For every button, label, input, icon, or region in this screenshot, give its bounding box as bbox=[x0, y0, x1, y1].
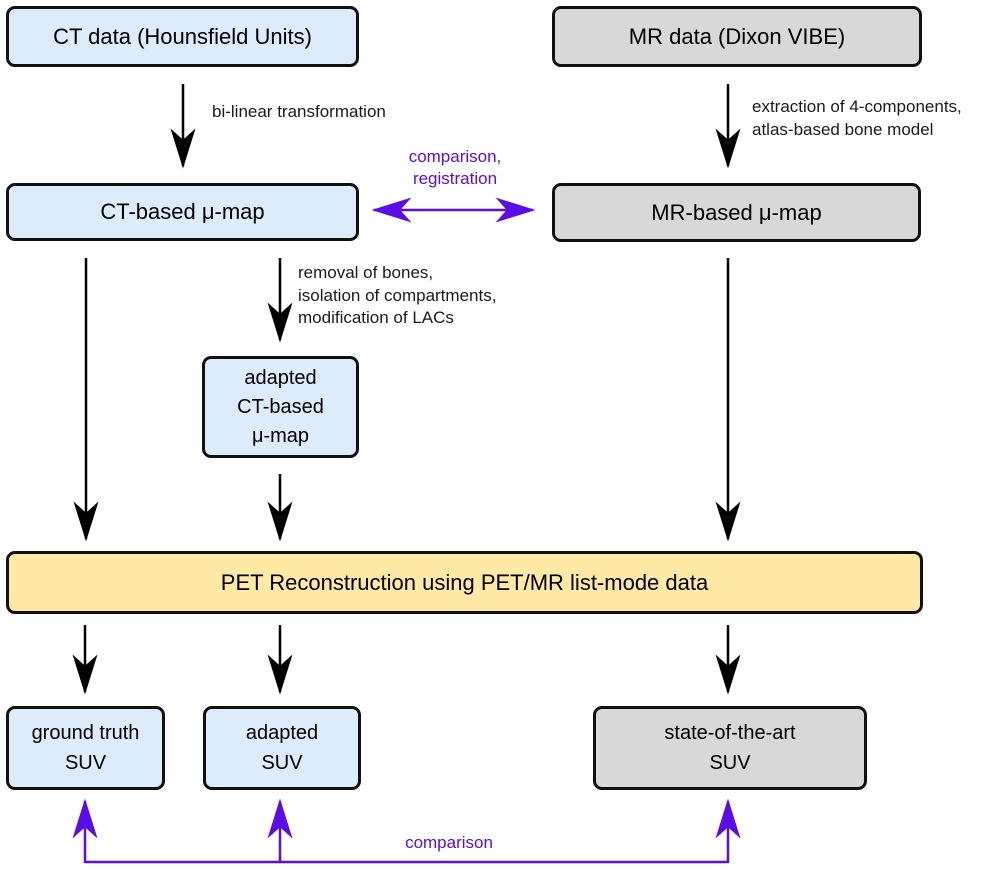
node-adapted-suv: adapted SUV bbox=[203, 706, 361, 790]
node-adapted-ct-based-mu-map-line1: adapted bbox=[244, 366, 317, 389]
label-removal-line2: isolation of compartments, bbox=[298, 285, 497, 305]
node-adapted-ct-based-mu-map: adapted CT-based μ-map bbox=[202, 356, 359, 458]
node-state-of-the-art-suv-line1: state-of-the-art bbox=[664, 722, 796, 744]
label-extraction-line1: extraction of 4-components, bbox=[752, 97, 962, 116]
label-comparison-registration-line1: comparison, bbox=[408, 147, 502, 166]
node-state-of-the-art-suv: state-of-the-art SUV bbox=[593, 706, 867, 790]
node-mr-based-mu-map-label: MR-based μ-map bbox=[651, 199, 822, 225]
label-extraction-atlas: extraction of 4-components, atlas-based … bbox=[752, 96, 962, 141]
node-ct-based-mu-map: CT-based μ-map bbox=[6, 183, 359, 241]
node-mr-data: MR data (Dixon VIBE) bbox=[552, 6, 922, 67]
node-pet-reconstruction-label: PET Reconstruction using PET/MR list-mod… bbox=[220, 569, 709, 595]
label-removal-isolation-modification: removal of bones, isolation of compartme… bbox=[298, 262, 496, 330]
node-adapted-suv-line2: SUV bbox=[261, 752, 303, 774]
label-comparison: comparison bbox=[405, 833, 493, 852]
node-state-of-the-art-suv-line2: SUV bbox=[709, 752, 751, 774]
label-bi-linear-transformation: bi-linear transformation bbox=[212, 102, 386, 121]
label-removal-line1: removal of bones, bbox=[298, 263, 434, 282]
node-ground-truth-suv: ground truth SUV bbox=[6, 706, 165, 790]
label-removal-line3: modification of LACs bbox=[298, 308, 454, 327]
node-mr-based-mu-map: MR-based μ-map bbox=[552, 183, 921, 242]
node-pet-reconstruction: PET Reconstruction using PET/MR list-mod… bbox=[6, 551, 923, 614]
label-extraction-line2: atlas-based bone model bbox=[752, 119, 934, 139]
node-adapted-ct-based-mu-map-line2: CT-based bbox=[237, 395, 324, 418]
node-adapted-ct-based-mu-map-line3: μ-map bbox=[251, 424, 310, 447]
node-ground-truth-suv-line1: ground truth bbox=[31, 722, 140, 744]
label-comparison-registration-line2: registration bbox=[412, 169, 498, 188]
node-ct-based-mu-map-label: CT-based μ-map bbox=[100, 199, 265, 225]
node-mr-data-label: MR data (Dixon VIBE) bbox=[628, 23, 846, 49]
node-ground-truth-suv-line2: SUV bbox=[64, 752, 107, 774]
node-ct-data: CT data (Hounsfield Units) bbox=[6, 6, 359, 67]
node-ct-data-label: CT data (Hounsfield Units) bbox=[53, 23, 312, 49]
label-comparison-registration: comparison, registration bbox=[373, 146, 537, 190]
node-adapted-suv-line1: adapted bbox=[245, 722, 319, 744]
